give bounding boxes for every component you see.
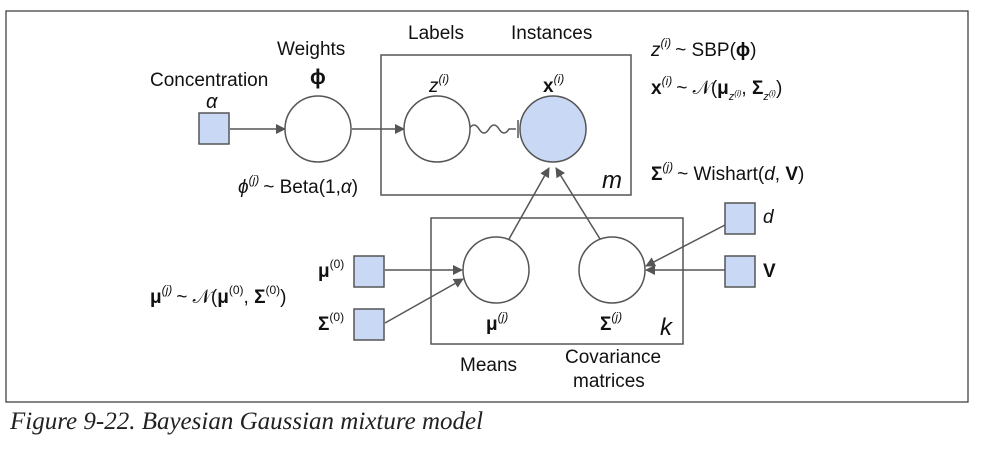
edge-sigma0-mu [384, 278, 464, 324]
covariance-label-line1: Covariance [565, 347, 661, 368]
sigma-node [578, 236, 646, 304]
plate-components [430, 217, 684, 345]
x-symbol: x(i) [543, 72, 564, 97]
x-node [519, 95, 587, 163]
sigma-j-symbol: Σ(j) [600, 310, 622, 335]
covariance-label-line2: matrices [573, 371, 645, 392]
plate-k-label: k [660, 314, 674, 341]
phi-distribution: ϕ(j)~ Beta(1,α) [238, 173, 358, 198]
sigma0-node [353, 308, 385, 341]
alpha-node [198, 112, 230, 145]
phi-node [284, 95, 352, 163]
edge-sigma-x [555, 167, 601, 240]
z-distribution: z(i)~ SBP(ϕ) [650, 36, 756, 61]
z-symbol: z(i) [428, 72, 449, 97]
mu0-node [353, 255, 385, 288]
d-node [724, 202, 756, 235]
mu0-symbol: μ(0) [318, 257, 344, 282]
instances-label: Instances [511, 23, 592, 44]
phi-symbol: ϕ [310, 66, 326, 89]
labels-label: Labels [408, 23, 464, 44]
weights-label: Weights [277, 39, 345, 60]
edge-mu-x [508, 167, 550, 240]
figure-caption: Figure 9-22. Bayesian Gaussian mixture m… [10, 408, 484, 435]
mu-distribution: μ(j)~ 𝒩(μ(0), Σ(0)) [150, 283, 286, 308]
plate-m-label: m [602, 167, 622, 194]
V-node [724, 255, 756, 288]
figure-frame [5, 10, 969, 403]
sigma-distribution: Σ(j)~ Wishart(d, V) [651, 160, 804, 185]
concentration-label: Concentration [150, 70, 268, 91]
sigma0-symbol: Σ(0) [318, 310, 344, 335]
V-symbol: V [763, 261, 776, 282]
mu-node [462, 236, 530, 304]
plate-instances [380, 54, 632, 196]
z-node [403, 95, 471, 163]
x-distribution: x(i)~ 𝒩(μz(i), Σz(i)) [651, 74, 782, 103]
means-label: Means [460, 355, 517, 376]
d-symbol: d [763, 207, 775, 228]
edge-z-x [468, 124, 516, 134]
mu-j-symbol: μ(j) [486, 310, 508, 335]
alpha-symbol: α [206, 91, 218, 113]
edge-d-sigma [645, 224, 726, 267]
